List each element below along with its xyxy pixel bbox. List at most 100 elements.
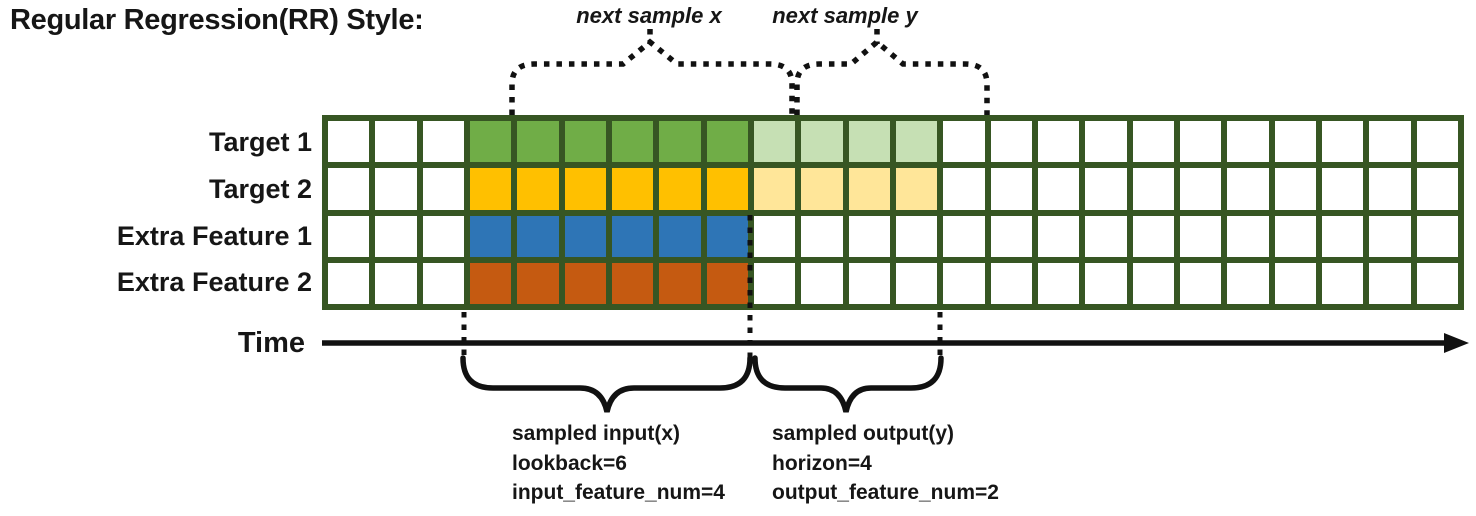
grid-cell	[1085, 215, 1127, 257]
grid-cell	[422, 168, 464, 210]
grid-cell	[517, 121, 559, 163]
output-feature-num-value: output_feature_num=2	[772, 481, 999, 504]
grid-cell	[1227, 262, 1269, 304]
grid-cell	[564, 168, 606, 210]
grid-cell	[328, 215, 370, 257]
grid-cell	[564, 215, 606, 257]
grid-cell	[611, 121, 654, 163]
grid-cell	[990, 168, 1032, 210]
grid-cell	[328, 121, 370, 163]
grid-cell	[1037, 215, 1080, 257]
grid-cell	[990, 215, 1032, 257]
sampled-input-brace	[460, 355, 753, 413]
grid-cell	[990, 262, 1032, 304]
next-sample-x-brace	[509, 38, 795, 115]
grid-cell	[1274, 262, 1316, 304]
grid-cell	[328, 262, 370, 304]
grid-cell	[1321, 262, 1364, 304]
grid-cell	[1321, 121, 1364, 163]
grid-cell	[1274, 121, 1316, 163]
grid-cell	[943, 215, 985, 257]
grid-cell	[1227, 168, 1269, 210]
sample-grid	[322, 115, 1464, 310]
grid-cell	[469, 215, 512, 257]
grid-cell	[564, 121, 606, 163]
grid-cell	[1369, 215, 1411, 257]
next-sample-x-label: next sample x	[576, 3, 722, 28]
grid-cell	[375, 262, 417, 304]
grid-cell	[1416, 215, 1458, 257]
grid-cell	[469, 262, 512, 304]
grid-cell	[706, 215, 748, 257]
grid-cell	[517, 262, 559, 304]
grid-cell	[801, 215, 843, 257]
diagram-title: Regular Regression(RR) Style:	[10, 4, 424, 36]
grid-cell	[1085, 121, 1127, 163]
sampled-output-caption: sampled output(y) horizon=4 output_featu…	[772, 419, 999, 508]
grid-cell	[753, 262, 796, 304]
grid-cell	[1132, 121, 1174, 163]
grid-cell	[659, 121, 701, 163]
grid-cell	[1227, 121, 1269, 163]
grid-cell	[1369, 121, 1411, 163]
grid-cell	[611, 168, 654, 210]
grid-cell	[1179, 262, 1222, 304]
grid-cell	[611, 262, 654, 304]
grid-cell	[469, 121, 512, 163]
sampled-input-title: sampled input(x)	[512, 422, 681, 445]
grid-cell	[801, 168, 843, 210]
grid-cell	[469, 168, 512, 210]
grid-cell	[848, 215, 890, 257]
grid-cell	[801, 262, 843, 304]
horizon-value: horizon=4	[772, 451, 872, 475]
grid-cell	[801, 121, 843, 163]
row-label-target-2: Target 2	[208, 174, 312, 204]
sampled-output-brace	[752, 355, 944, 413]
grid-cell	[328, 168, 370, 210]
grid-cell	[422, 262, 464, 304]
grid-cell	[611, 215, 654, 257]
grid-cell	[1179, 215, 1222, 257]
grid-cell	[375, 121, 417, 163]
grid-cell	[375, 215, 417, 257]
grid-cell	[895, 168, 938, 210]
sampled-output-title: sampled output(y)	[772, 422, 954, 445]
next-sample-y-brace	[794, 38, 990, 115]
grid-cell	[517, 168, 559, 210]
grid-cell	[659, 168, 701, 210]
grid-cell	[1037, 121, 1080, 163]
grid-cell	[1037, 262, 1080, 304]
grid-cell	[1037, 168, 1080, 210]
grid-cell	[943, 262, 985, 304]
grid-cell	[659, 215, 701, 257]
lookback-value: lookback=6	[512, 451, 627, 475]
grid-cell	[1085, 262, 1127, 304]
grid-cell	[1274, 215, 1316, 257]
row-label-extra-feature-1: Extra Feature 1	[116, 221, 312, 251]
grid-cell	[895, 262, 938, 304]
grid-cell	[422, 121, 464, 163]
grid-cell	[753, 121, 796, 163]
grid-cell	[1179, 168, 1222, 210]
grid-cell	[1416, 262, 1458, 304]
grid-cell	[848, 168, 890, 210]
grid-cell	[895, 215, 938, 257]
grid-cell	[753, 168, 796, 210]
grid-cell	[564, 262, 606, 304]
sampled-input-caption: sampled input(x) lookback=6 input_featur…	[512, 419, 725, 508]
grid-cell	[943, 168, 985, 210]
time-axis-label: Time	[237, 327, 305, 359]
grid-cell	[1416, 168, 1458, 210]
grid-cell	[1321, 168, 1364, 210]
grid-cell	[1274, 168, 1316, 210]
grid-cell	[375, 168, 417, 210]
grid-cell	[706, 262, 748, 304]
grid-cell	[659, 262, 701, 304]
grid-cell	[1321, 215, 1364, 257]
row-label-extra-feature-2: Extra Feature 2	[116, 267, 312, 297]
grid-cell	[422, 215, 464, 257]
time-axis-arrow	[322, 333, 1469, 353]
grid-cell	[1369, 262, 1411, 304]
grid-cell	[1085, 168, 1127, 210]
